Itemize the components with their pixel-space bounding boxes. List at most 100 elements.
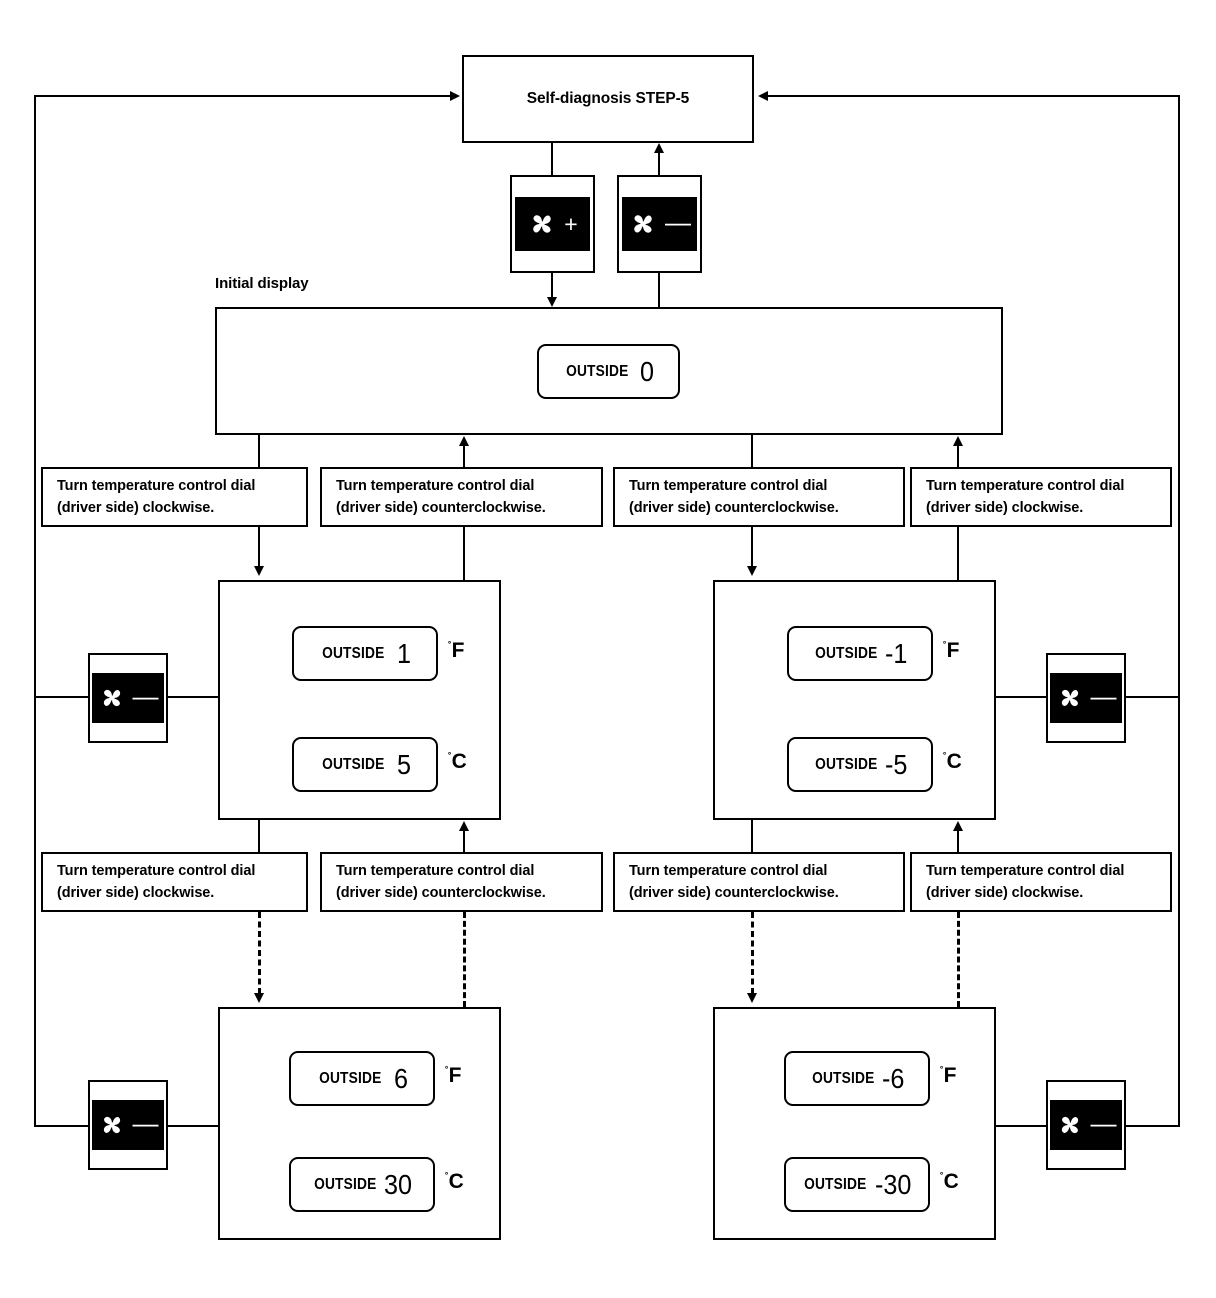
connector-fan-botright-to-trunk — [1124, 1125, 1180, 1127]
initial-display-word: OUTSIDE — [566, 362, 629, 380]
instruction-line2: (driver side) clockwise. — [57, 500, 215, 516]
connector-trunk-to-fan-midleft — [34, 696, 90, 698]
fan-minus-screen-bottom-right: — — [1050, 1100, 1122, 1150]
fan-minus-icon — [103, 1116, 120, 1134]
instruction-line2: (driver side) counterclockwise. — [629, 500, 839, 516]
fan-minus-button-bottom-left[interactable]: — — [88, 1080, 168, 1170]
mid-right-celsius-badge: OUTSIDE -5 — [787, 737, 933, 792]
arrow-into-initial-display — [547, 297, 557, 307]
instruction-row2-col1: Turn temperature control dial (driver si… — [41, 852, 308, 912]
bottom-left-display-box: OUTSIDE 6 ˚F OUTSIDE 30 ˚C — [218, 1007, 501, 1240]
connector-box-to-fan-midright — [994, 696, 1048, 698]
arrow-left-into-title — [450, 91, 460, 101]
minus-sign: — — [132, 1107, 159, 1138]
instruction-row1-col2: Turn temperature control dial (driver si… — [320, 467, 603, 527]
instruction-line1: Turn temperature control dial — [57, 862, 256, 879]
instruction-line1: Turn temperature control dial — [336, 477, 535, 494]
fan-minus-button-mid-left[interactable]: — — [88, 653, 168, 743]
unit-letter: C — [451, 750, 467, 773]
lcd-word: OUTSIDE — [814, 755, 878, 773]
unit-letter: F — [451, 639, 465, 662]
connector-fan-midleft-to-box — [166, 696, 220, 698]
unit-letter: C — [946, 750, 962, 773]
connector-instr1b-to-initial — [463, 445, 465, 467]
unit-letter: F — [943, 1064, 957, 1087]
instruction-line1: Turn temperature control dial — [926, 862, 1125, 879]
unit-letter: F — [946, 639, 960, 662]
lcd-value: -6 — [882, 1062, 905, 1094]
lcd-word: OUTSIDE — [804, 1175, 867, 1193]
instruction-line2: (driver side) clockwise. — [57, 885, 215, 901]
lcd-value: -1 — [885, 637, 908, 669]
minus-sign: — — [132, 680, 159, 711]
minus-sign: — — [1090, 1107, 1117, 1138]
instruction-line1: Turn temperature control dial — [926, 477, 1125, 494]
instruction-line2: (driver side) clockwise. — [926, 885, 1084, 901]
bottom-left-celsius-badge: OUTSIDE 30 — [289, 1157, 435, 1212]
instruction-line2: (driver side) counterclockwise. — [336, 885, 546, 901]
connector-right-to-title — [766, 95, 1180, 97]
fan-minus-icon — [634, 215, 652, 233]
dashed-connector-instr2a-to-botleft — [258, 912, 261, 994]
connector-box-to-fan-botright — [994, 1125, 1048, 1127]
connector-midleft-to-instr1b — [463, 527, 465, 580]
unit-celsius: ˚C — [940, 1170, 959, 1193]
dashed-connector-instr2c-to-botright — [751, 912, 754, 994]
connector-instr1c-to-midright — [751, 527, 753, 568]
unit-fahrenheit: ˚F — [448, 639, 465, 662]
arrow-into-midleft-top — [254, 566, 264, 576]
fan-minus-button-mid-right[interactable]: — — [1046, 653, 1126, 743]
connector-trunk-to-fan-botleft — [34, 1125, 90, 1127]
lcd-value: 6 — [393, 1062, 408, 1094]
connector-initial-to-fanminus — [658, 273, 660, 307]
fan-minus-icon — [1061, 1116, 1078, 1134]
fan-plus-button[interactable]: + — [510, 175, 595, 273]
instruction-row1-col1: Turn temperature control dial (driver si… — [41, 467, 308, 527]
minus-sign: — — [1090, 680, 1117, 711]
fan-minus-button-top[interactable]: — — [617, 175, 702, 273]
fan-minus-screen-mid-right: — — [1050, 673, 1122, 723]
arrow-instr1b-into-initial — [459, 436, 469, 446]
initial-display-badge: OUTSIDE 0 — [537, 344, 680, 399]
lcd-value: 1 — [396, 637, 411, 669]
lcd-value: 5 — [396, 748, 411, 780]
arrow-right-into-title — [758, 91, 768, 101]
lcd-value: 30 — [384, 1168, 413, 1200]
lcd-value: -5 — [885, 748, 908, 780]
instruction-row1-col4: Turn temperature control dial (driver si… — [910, 467, 1172, 527]
unit-letter: C — [943, 1170, 959, 1193]
instruction-row2-col4: Turn temperature control dial (driver si… — [910, 852, 1172, 912]
fan-minus-icon — [1061, 689, 1078, 707]
lcd-word: OUTSIDE — [811, 1069, 875, 1087]
dashed-connector-botright-to-instr2d — [957, 912, 960, 1007]
instruction-line1: Turn temperature control dial — [629, 862, 828, 879]
lcd-word: OUTSIDE — [319, 1069, 382, 1087]
fan-minus-button-bottom-right[interactable]: — — [1046, 1080, 1126, 1170]
connector-initial-to-instr1c — [751, 435, 753, 467]
unit-celsius: ˚C — [448, 750, 467, 773]
connector-instr1a-to-midleft — [258, 527, 260, 568]
connector-fanminus-to-title — [658, 152, 660, 176]
instruction-row2-col2: Turn temperature control dial (driver si… — [320, 852, 603, 912]
connector-left-to-title — [34, 95, 458, 97]
fan-minus-screen-mid-left: — — [92, 673, 164, 723]
bottom-right-celsius-badge: OUTSIDE -30 — [784, 1157, 930, 1212]
minus-sign-top: — — [665, 206, 691, 237]
bottom-right-display-box: OUTSIDE -6 ˚F OUTSIDE -30 ˚C — [713, 1007, 996, 1240]
instruction-line2: (driver side) counterclockwise. — [629, 885, 839, 901]
bottom-right-fahrenheit-badge: OUTSIDE -6 — [784, 1051, 930, 1106]
mid-left-display-box: OUTSIDE 1 ˚F OUTSIDE 5 ˚C — [218, 580, 501, 820]
unit-letter: C — [448, 1170, 464, 1193]
initial-display-box: OUTSIDE 0 — [215, 307, 1003, 435]
connector-instr1d-to-initial — [957, 445, 959, 467]
unit-fahrenheit: ˚F — [940, 1064, 957, 1087]
mid-right-fahrenheit-badge: OUTSIDE -1 — [787, 626, 933, 681]
lcd-value: -30 — [874, 1168, 911, 1200]
fan-plus-icon — [533, 215, 552, 233]
instruction-line1: Turn temperature control dial — [629, 477, 828, 494]
instruction-line1: Turn temperature control dial — [336, 862, 535, 879]
bottom-left-fahrenheit-badge: OUTSIDE 6 — [289, 1051, 435, 1106]
plus-sign: + — [564, 210, 578, 237]
connector-left-trunk — [34, 96, 36, 1126]
